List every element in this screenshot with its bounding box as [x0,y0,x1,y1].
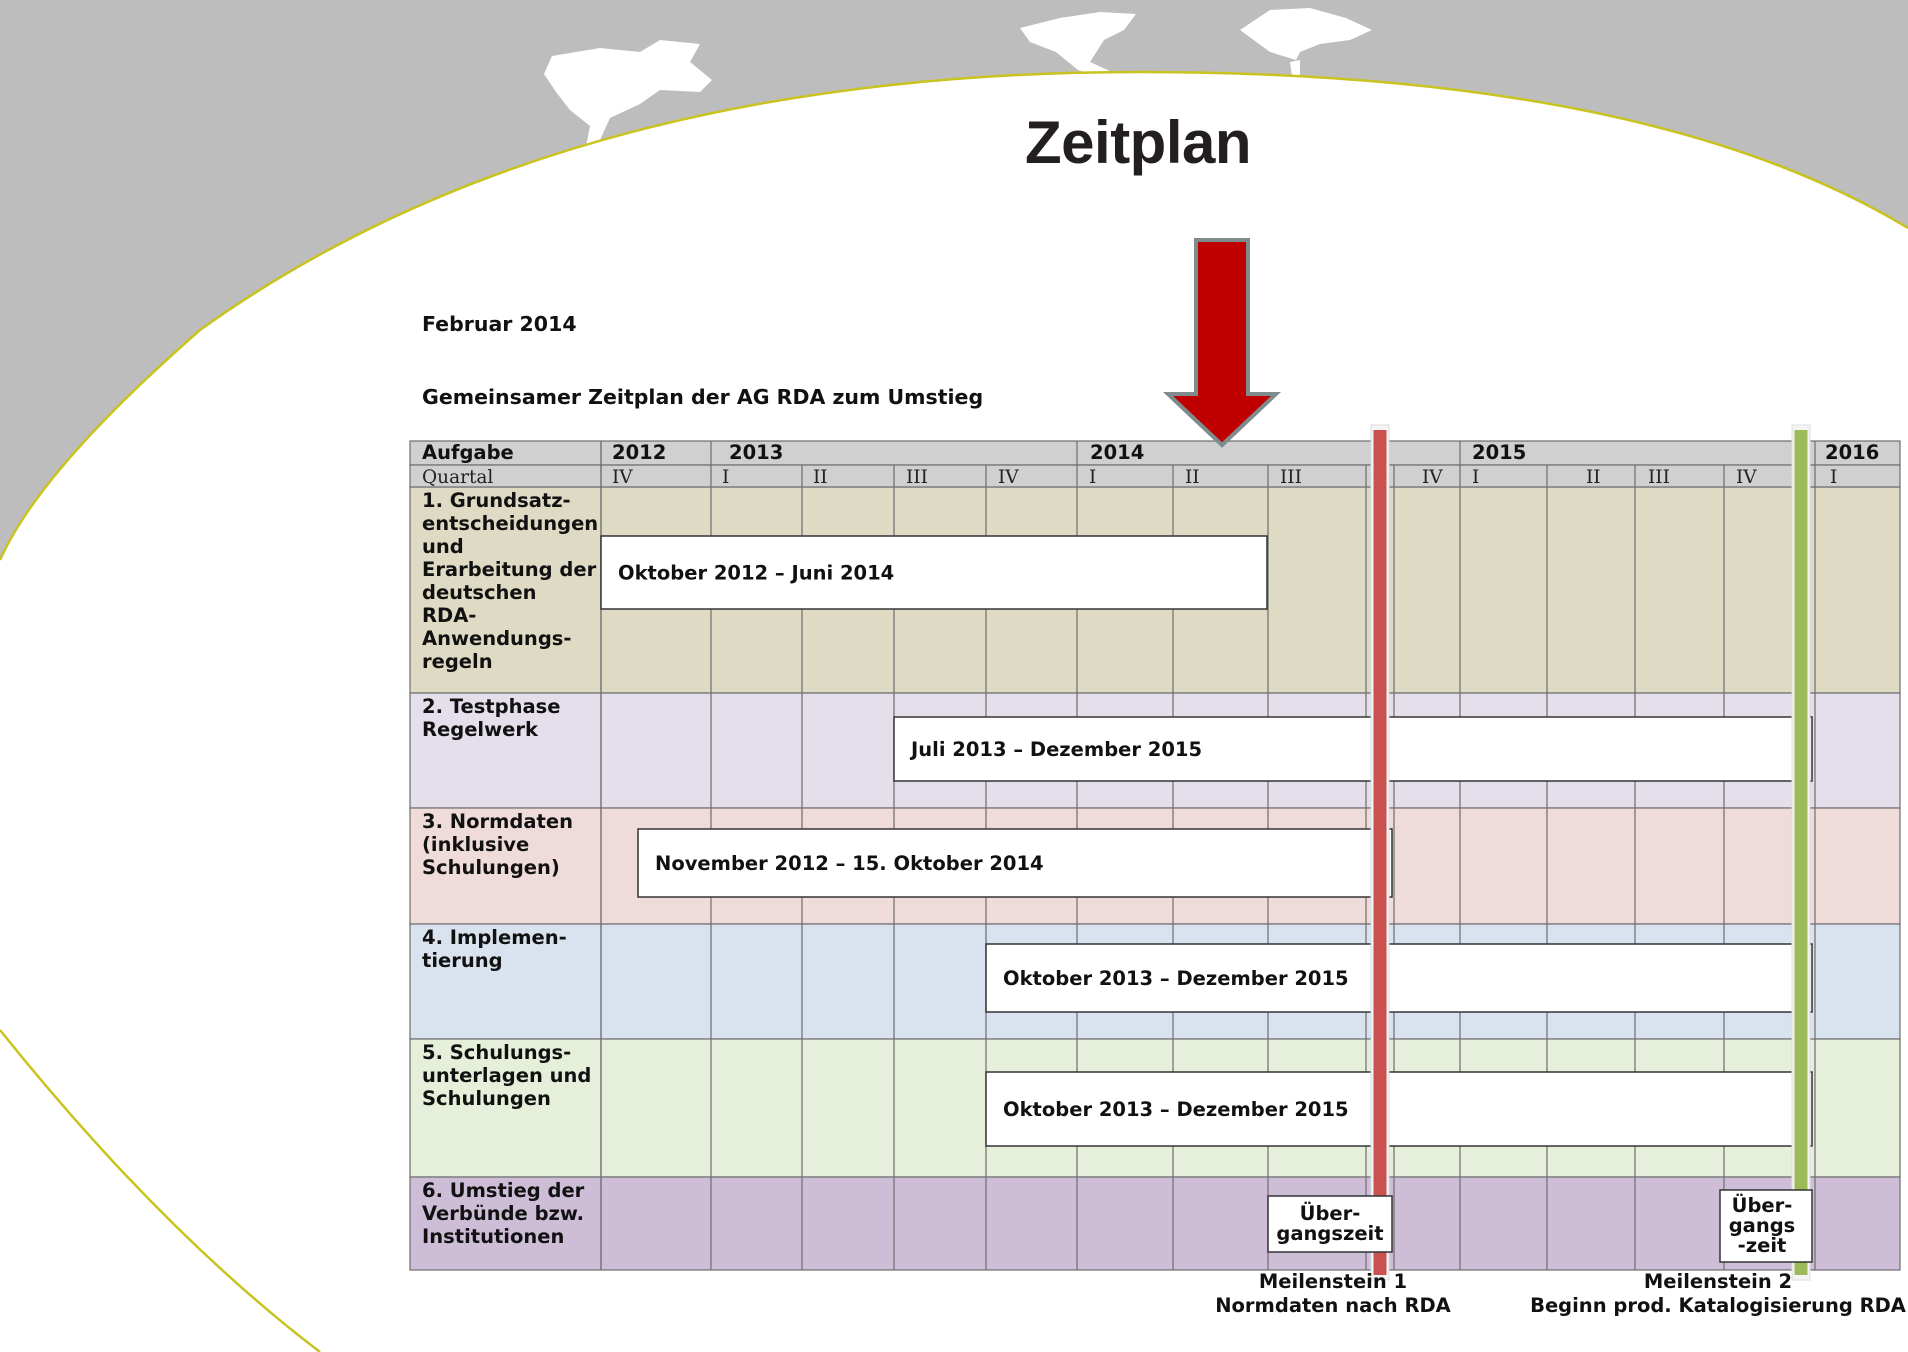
transition-box-label-2: Über- [1732,1193,1793,1217]
task-bar-4 [985,943,1813,1013]
task-label-1: deutschen [422,581,537,604]
task-bar-label-4: Oktober 2013 – Dezember 2015 [1003,967,1349,990]
task-bar-2 [893,716,1813,782]
quarter-label: I [1472,467,1479,488]
quarter-label: I [1089,467,1096,488]
year-header-row [409,440,1901,466]
year-label-2016: 2016 [1825,441,1879,464]
year-label-2012: 2012 [612,441,666,464]
quarter-header: Quartal [422,467,493,488]
task-label-1: und [422,535,464,558]
slide-title: Zeitplan [1025,109,1252,176]
ellipse-edge [0,70,1908,561]
ellipse-edge-bottom [0,1029,321,1352]
transition-box-label-1: Über- [1300,1201,1361,1225]
year-label-2014: 2014 [1090,441,1144,464]
year-label-2013: 2013 [729,441,783,464]
task-label-5: Schulungen [422,1087,551,1110]
quarter-label: I [722,467,729,488]
task-label-1: regeln [422,650,493,673]
milestone-label-2: Beginn prod. Katalogisierung RDA [1530,1294,1906,1317]
quarter-label: III [1280,467,1302,488]
task-label-1: RDA- [422,604,476,627]
task-bar-3 [637,828,1393,898]
task-label-3: (inklusive [422,833,529,856]
date-label: Februar 2014 [422,312,577,336]
quarter-label: IV [1736,467,1757,488]
milestone-2-line [1794,430,1808,1275]
transition-box-label-2: gangs [1729,1214,1796,1237]
task-label-6: 6. Umstieg der [422,1179,585,1202]
task-label-3: 3. Normdaten [422,810,573,833]
quarter-label: III [906,467,928,488]
milestone-label-2: Meilenstein 2 [1644,1270,1792,1293]
down-arrow-icon [1162,238,1282,448]
transition-box-2 [1719,1189,1813,1263]
task-label-2: 2. Testphase [422,695,560,718]
down-arrow-shape [1162,238,1282,448]
transition-box-1 [1267,1195,1393,1253]
schedule-heading: Gemeinsamer Zeitplan der AG RDA zum Umst… [422,385,984,409]
quarter-label: II [1185,467,1200,488]
task-row-6 [409,1176,1901,1271]
world-map-decoration [544,8,1372,152]
task-bar-label-1: Oktober 2012 – Juni 2014 [618,562,894,585]
transition-box-label-2: -zeit [1738,1234,1787,1257]
task-label-5: 5. Schulungs- [422,1041,571,1064]
task-label-3: Schulungen) [422,856,560,879]
year-label-2015: 2015 [1472,441,1526,464]
quarter-label: II [1586,467,1601,488]
task-label-4: 4. Implemen- [422,926,567,949]
milestone-label-1: Normdaten nach RDA [1215,1294,1451,1317]
task-label-1: Anwendungs- [422,627,571,650]
map-region [0,0,1908,560]
quarter-label: IV [612,467,633,488]
task-label-5: unterlagen und [422,1064,591,1087]
task-label-1: 1. Grundsatz- [422,489,571,512]
task-label-6: Verbünde bzw. [422,1202,584,1225]
task-bar-label-2: Juli 2013 – Dezember 2015 [909,738,1202,761]
task-bar-label-3: November 2012 – 15. Oktober 2014 [655,852,1044,875]
milestone-label-1: Meilenstein 1 [1259,1270,1407,1293]
task-bar-1 [600,535,1268,610]
task-label-2: Regelwerk [422,718,539,741]
task-header: Aufgabe [422,441,514,464]
task-bar-5 [985,1071,1813,1147]
transition-box-label-1: gangszeit [1276,1222,1383,1245]
quarter-label: IV [1422,467,1443,488]
task-bar-label-5: Oktober 2013 – Dezember 2015 [1003,1098,1349,1121]
task-label-1: entscheidungen [422,512,598,535]
quarter-label: IV [998,467,1019,488]
quarter-header-row [409,464,1901,488]
milestone-1-line [1373,430,1387,1275]
quarter-label: I [1830,467,1837,488]
quarter-label: II [813,467,828,488]
task-label-6: Institutionen [422,1225,564,1248]
task-label-4: tierung [422,949,503,972]
task-label-1: Erarbeitung der [422,558,597,581]
quarter-label: III [1648,467,1670,488]
